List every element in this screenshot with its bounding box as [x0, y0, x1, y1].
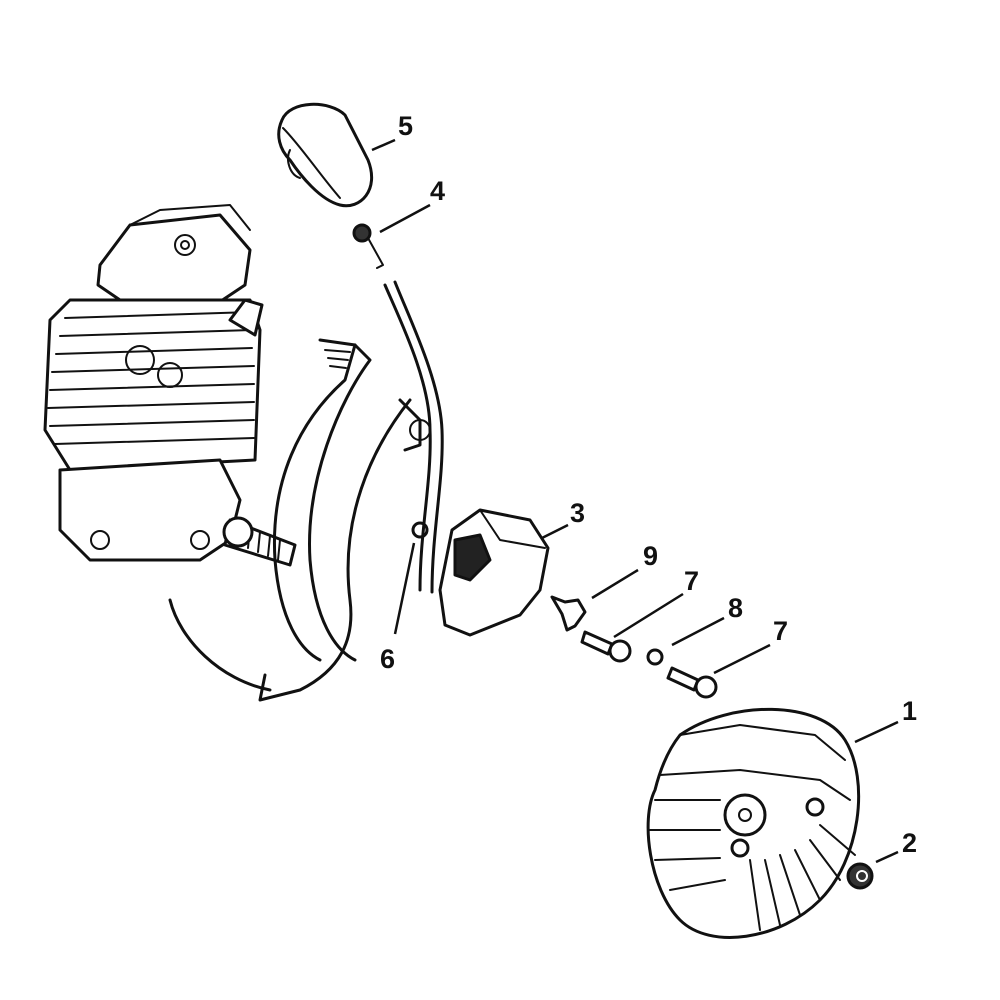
- hex-nut: [846, 862, 874, 890]
- washer-part-8: [646, 648, 664, 666]
- spark-plug-boot: [277, 102, 374, 208]
- callout-7b: 7: [773, 616, 789, 646]
- callout-3: 3: [570, 498, 586, 528]
- callout-7a: 7: [684, 566, 700, 596]
- screw-part-7a: [580, 630, 632, 663]
- bracket-part-9: [550, 595, 587, 632]
- callout-1: 1: [902, 696, 918, 726]
- leader-lines: [371, 138, 899, 864]
- washer-part-6: [411, 521, 429, 539]
- fan-housing-shroud: [168, 338, 431, 702]
- callout-8: 8: [728, 593, 744, 623]
- callout-2: 2: [902, 828, 918, 858]
- callout-4: 4: [430, 176, 446, 206]
- screw-part-7b: [666, 666, 718, 699]
- ignition-module: [438, 508, 550, 637]
- callout-9: 9: [643, 541, 659, 571]
- callout-5: 5: [398, 111, 414, 141]
- spark-plug-terminal: [352, 223, 384, 269]
- callout-6: 6: [380, 644, 396, 674]
- engine-cylinder-housing: [43, 204, 297, 567]
- flywheel: [646, 707, 861, 939]
